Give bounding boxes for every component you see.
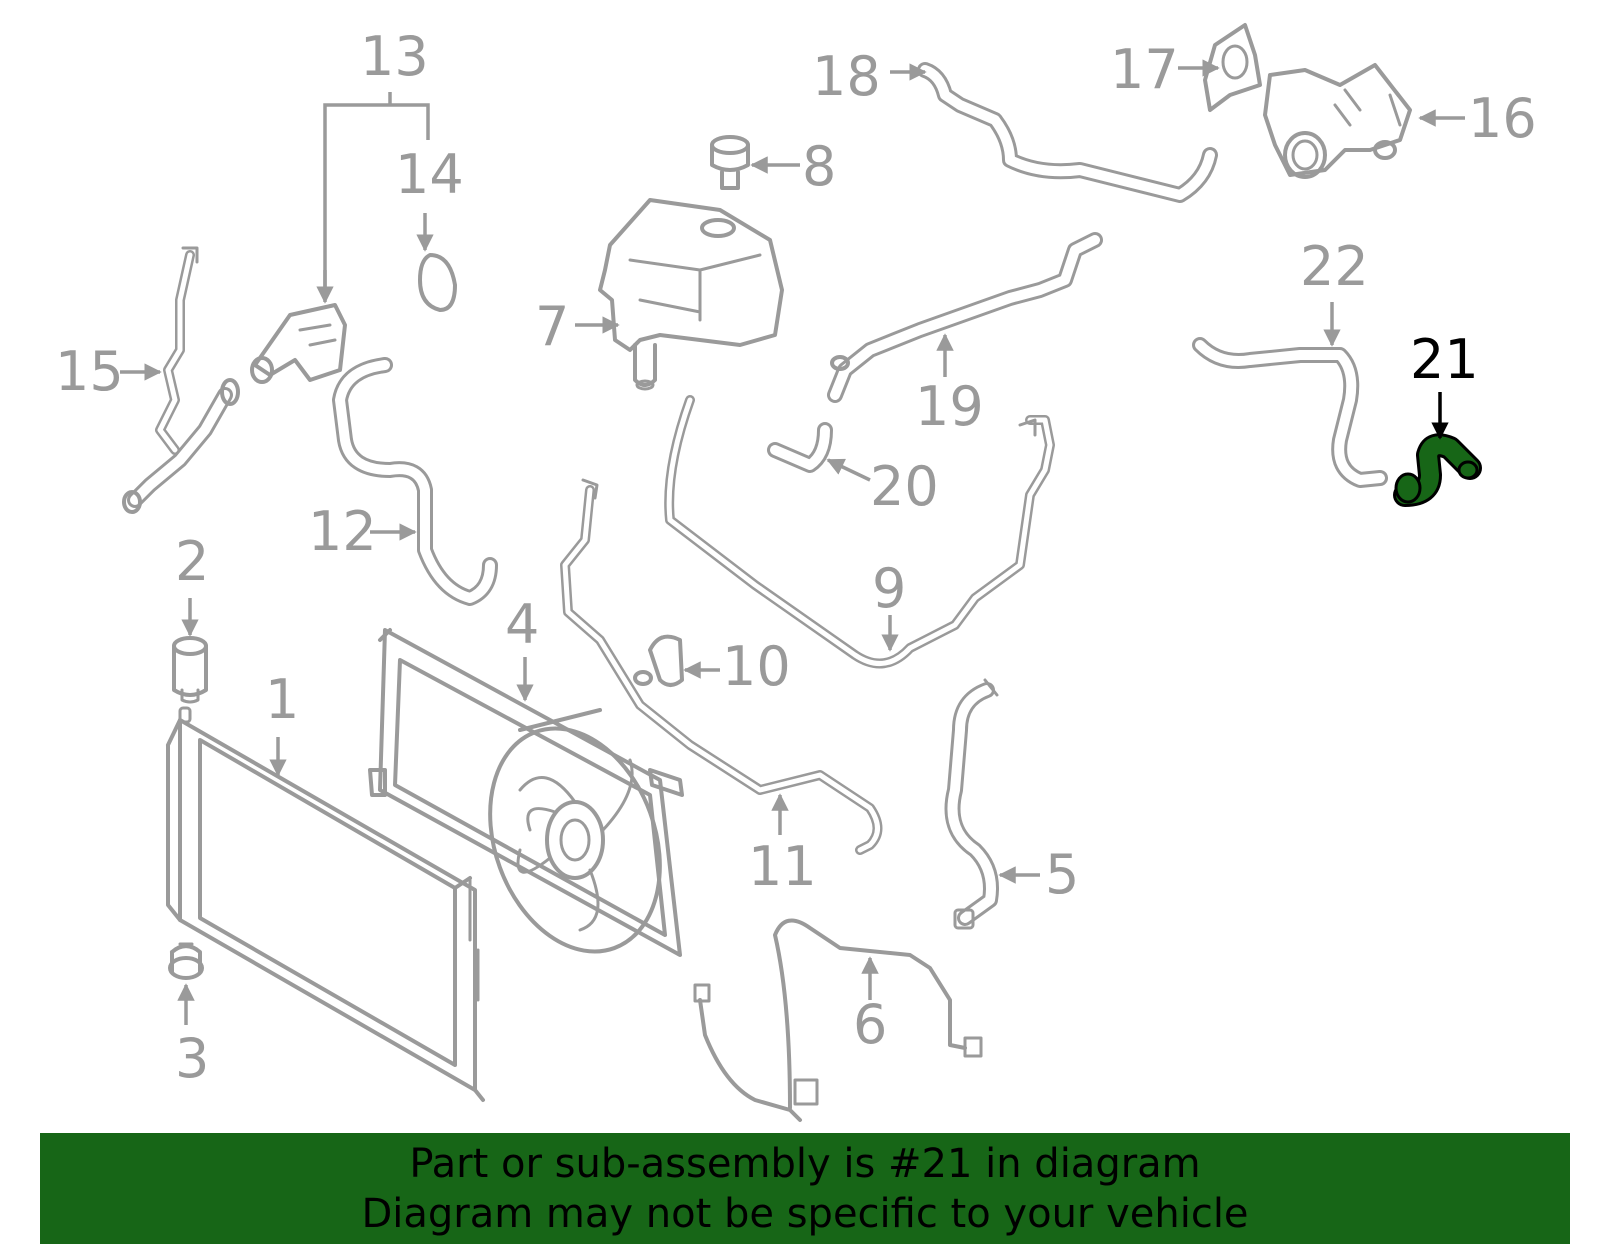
notice-banner: Part or sub-assembly is #21 in diagram D…: [40, 1133, 1570, 1244]
callout-16: 16: [1468, 87, 1537, 150]
cap-part-8: [710, 135, 750, 190]
hose-part-12: [332, 357, 498, 606]
bushing-part-2: [172, 636, 208, 704]
gasket-part-14: [418, 253, 457, 312]
callout-19: 19: [915, 375, 984, 438]
callout-5: 5: [1045, 843, 1079, 906]
callout-12: 12: [308, 500, 377, 563]
leader-lines: [120, 59, 1465, 1025]
callout-labels: 1 2 3 4 5 6 7 8 9 10 11 12 13 14 15 16 1…: [55, 25, 1537, 1090]
thermostat-housing-part-13: [250, 303, 347, 384]
tube-part-11: [560, 478, 883, 855]
callout-3: 3: [175, 1027, 209, 1090]
callout-6: 6: [853, 993, 887, 1056]
fan-shroud-part-4: [368, 628, 684, 957]
callout-21-highlighted: 21: [1410, 328, 1479, 391]
wiring-part-6: [693, 918, 983, 1122]
callout-14: 14: [395, 143, 464, 206]
water-outlet-part-16: [1263, 63, 1412, 179]
callout-17: 17: [1110, 38, 1179, 101]
callout-1: 1: [265, 668, 299, 731]
callout-18: 18: [812, 45, 881, 108]
clip-part-10: [633, 634, 684, 687]
hose-part-18: [917, 62, 1218, 203]
gasket-part-17: [1203, 23, 1262, 112]
callout-13: 13: [360, 25, 429, 88]
pipe-part-15: [122, 246, 240, 514]
radiator-part-1: [166, 706, 485, 1102]
callout-15: 15: [55, 340, 124, 403]
callout-20: 20: [870, 455, 939, 518]
callout-2: 2: [175, 530, 209, 593]
callout-4: 4: [505, 593, 539, 656]
hose-part-22: [1192, 337, 1388, 488]
hose-part-5: [944, 678, 999, 930]
hose-part-19: [827, 232, 1103, 403]
callout-22: 22: [1300, 235, 1369, 298]
callout-8: 8: [802, 135, 836, 198]
reservoir-part-7: [598, 198, 784, 391]
callout-7: 7: [535, 295, 569, 358]
callout-11: 11: [748, 835, 817, 898]
callout-9: 9: [872, 557, 906, 620]
tube-part-9: [664, 395, 1055, 669]
banner-line-2: Diagram may not be specific to your vehi…: [361, 1191, 1249, 1237]
hose-part-20: [767, 422, 833, 473]
banner-line-1: Part or sub-assembly is #21 in diagram: [409, 1141, 1201, 1187]
callout-10: 10: [722, 635, 791, 698]
mount-part-3: [168, 942, 204, 980]
hose-part-21-highlighted: [1393, 433, 1482, 507]
